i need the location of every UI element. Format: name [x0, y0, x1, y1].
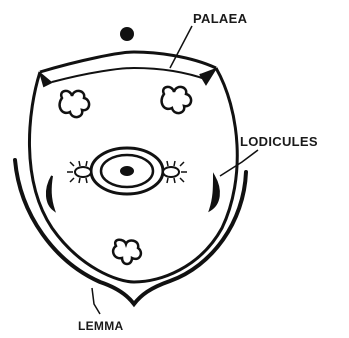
- label-lodicules: LODICULES: [240, 134, 318, 149]
- palea-leader-line: [170, 26, 192, 68]
- ovary: [91, 148, 163, 194]
- ovule: [120, 166, 134, 176]
- palea-left-tab: [40, 72, 52, 86]
- label-palea: PALAEA: [193, 11, 248, 26]
- anther-top-right: [162, 87, 192, 113]
- anther-bottom: [113, 240, 141, 264]
- palea-right-tab: [200, 68, 216, 84]
- lodicules-leader-line: [220, 150, 258, 176]
- lemma-leader-line: [92, 288, 100, 314]
- axis-dot: [120, 27, 134, 41]
- label-lemma: LEMMA: [78, 319, 124, 333]
- palea-inner-rim: [52, 68, 208, 82]
- stigma-right: [163, 161, 187, 183]
- anther-top-left: [60, 91, 90, 117]
- lodicule-left: [47, 176, 54, 210]
- lodicule-right: [210, 176, 219, 210]
- stigma-left: [67, 161, 91, 183]
